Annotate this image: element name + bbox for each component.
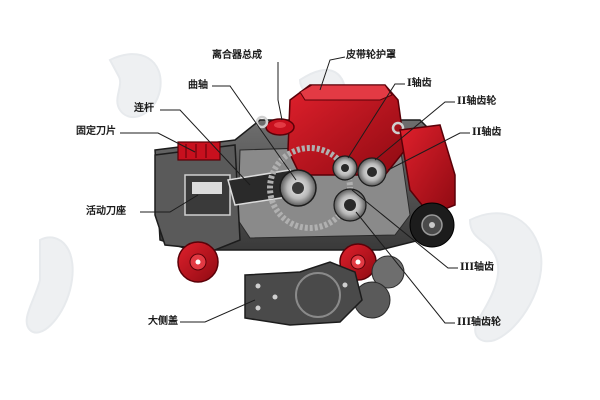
shaft-i-axle: [341, 164, 349, 172]
fixed-blade: [177, 141, 221, 161]
leader-crankshaft: [212, 85, 297, 181]
shaft-iii-axle: [344, 199, 356, 211]
leader-movable-blade-seat: [140, 194, 199, 213]
large-side-cover: [244, 261, 363, 326]
leader-belt-pulley-guard: [319, 56, 346, 91]
lifting-eye-right: [391, 121, 405, 135]
leader-large-side-cover: [180, 299, 256, 323]
lifting-eye-left: [255, 115, 269, 129]
cover-bolt-3: [272, 294, 278, 300]
label-shaft-iii-gear-wheel: III轴齿轮: [457, 317, 502, 328]
front-mid-wheel-axle: [355, 259, 361, 265]
bar-cutter-machine: [154, 84, 456, 326]
leader-shaft-iii-gear-wheel: [355, 211, 455, 324]
front-left-wheel-axle: [195, 259, 201, 265]
crankshaft-center: [292, 182, 304, 194]
clutch-hub: [274, 122, 286, 128]
cover-bolt-4: [342, 282, 348, 288]
label-shaft-i-gear: I轴齿: [407, 78, 432, 89]
right-motor-axle: [429, 222, 435, 228]
label-fixed-blade: 固定刀片: [76, 126, 116, 137]
shaft-ii-axle: [367, 167, 377, 177]
side-cover-ring: [295, 272, 341, 318]
leader-connecting-rod: [160, 109, 251, 186]
label-clutch-assembly: 离合器总成: [212, 50, 262, 61]
leader-shaft-ii-gear: [387, 132, 470, 171]
guard-top-face: [299, 84, 393, 101]
label-shaft-ii-gear-wheel: II轴齿轮: [457, 96, 497, 107]
label-crankshaft: 曲轴: [188, 80, 208, 91]
label-belt-pulley-guard: 皮带轮护罩: [346, 50, 396, 61]
right-red-housing: [399, 124, 456, 216]
leader-clutch-assembly: [277, 62, 283, 121]
blade-seat-slot: [192, 182, 222, 194]
movable-blade-seat: [184, 174, 231, 216]
large-gear: [267, 145, 353, 231]
label-large-side-cover: 大侧盖: [148, 316, 178, 327]
label-connecting-rod: 连杆: [134, 103, 154, 114]
leader-shaft-ii-gear-wheel: [374, 101, 455, 161]
label-shaft-ii-gear: II轴齿: [472, 127, 502, 138]
label-movable-blade-seat: 活动刀座: [86, 206, 126, 217]
leader-lines: [120, 56, 470, 324]
leader-shaft-i-gear: [347, 83, 405, 159]
cover-bolt-2: [255, 305, 261, 311]
label-shaft-iii-gear: III轴齿: [460, 262, 495, 273]
leader-fixed-blade: [120, 132, 196, 153]
cover-bolt-1: [255, 283, 261, 289]
leader-shaft-iii-gear: [351, 189, 458, 269]
